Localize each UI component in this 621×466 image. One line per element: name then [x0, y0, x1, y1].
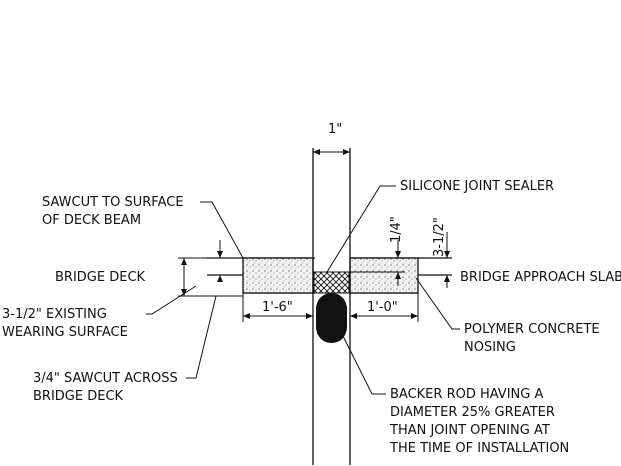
- right-nosing: [349, 257, 419, 294]
- slab-depth-label: 3-1/2": [432, 217, 447, 257]
- leader-lines: [146, 185, 460, 395]
- backer-label-3: THAN JOINT OPENING AT: [389, 423, 550, 438]
- joint-width-label: 1": [328, 122, 342, 137]
- joint-walls: [312, 148, 351, 465]
- bridge-deck-label: BRIDGE DECK: [55, 270, 146, 285]
- silicone-label: SILICONE JOINT SEALER: [400, 179, 554, 194]
- sealer-depth-dimension: [350, 240, 405, 286]
- backer-label-4: THE TIME OF INSTALLATION: [389, 441, 569, 456]
- silicone-sealer: [313, 271, 350, 294]
- sawcut-across-label-2: BRIDGE DECK: [33, 389, 124, 404]
- left-nosing-dimension: [242, 293, 313, 322]
- existing-label-1: 3-1/2" EXISTING: [2, 307, 107, 322]
- approach-slab-label: BRIDGE APPROACH SLAB: [460, 270, 621, 285]
- slab-depth-dimension: [444, 232, 450, 288]
- backer-label-1: BACKER ROD HAVING A: [390, 387, 543, 402]
- sawcut-surface-label-1: SAWCUT TO SURFACE: [42, 195, 184, 210]
- existing-label-2: WEARING SURFACE: [2, 325, 128, 340]
- sealer-depth-label: 1/4": [389, 216, 404, 243]
- right-nosing-dimension: [350, 293, 419, 322]
- polymer-label-1: POLYMER CONCRETE: [464, 322, 600, 337]
- right-nosing-label: 1'-0": [367, 300, 398, 315]
- left-nosing-label: 1'-6": [262, 300, 293, 315]
- backer-label-2: DIAMETER 25% GREATER: [390, 405, 555, 420]
- left-nosing: [242, 257, 314, 294]
- sawcut-surface-label-2: OF DECK BEAM: [42, 213, 141, 228]
- joint-width-dimension: [313, 149, 350, 155]
- sawcut-across-label-1: 3/4" SAWCUT ACROSS: [33, 371, 178, 386]
- deck-depth-dimension: [178, 240, 243, 297]
- backer-rod: [316, 293, 347, 343]
- polymer-label-2: NOSING: [464, 340, 516, 355]
